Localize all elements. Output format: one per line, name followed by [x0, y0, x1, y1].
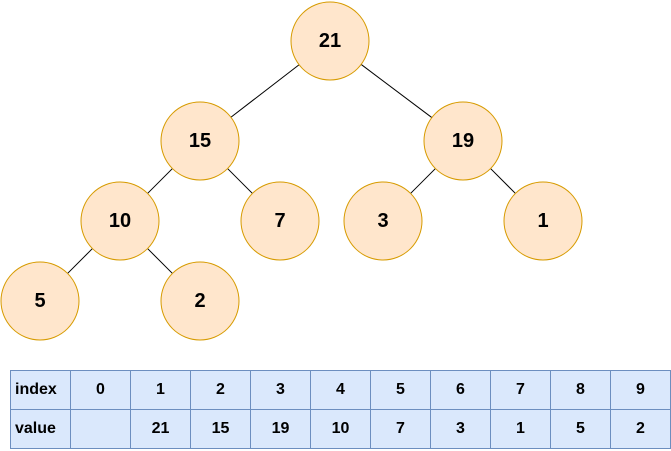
index-row: index 0 1 2 3 4 5 6 7 8 9 [10, 370, 671, 410]
value-cell: 2 [610, 409, 671, 449]
value-cell: 10 [310, 409, 371, 449]
value-cell [70, 409, 131, 449]
tree-node-label: 21 [319, 30, 341, 52]
tree-edge [147, 168, 173, 194]
tree-node: 19 [423, 101, 503, 181]
index-cell: 8 [550, 370, 611, 410]
value-cell: 7 [370, 409, 431, 449]
tree-node-circle [80, 181, 160, 261]
value-row: value 21 15 19 10 7 3 1 5 2 [10, 409, 671, 449]
tree-edge [67, 248, 93, 274]
tree-node: 7 [240, 181, 320, 261]
tree-node-circle [503, 181, 583, 261]
index-cell: 2 [190, 370, 251, 410]
tree-edge [147, 248, 173, 274]
tree-node-label: 15 [189, 130, 211, 152]
tree-node: 5 [0, 261, 80, 341]
value-cell: 1 [490, 409, 551, 449]
value-cell: 21 [130, 409, 191, 449]
index-cell: 1 [130, 370, 191, 410]
tree-node-label: 2 [194, 290, 205, 312]
index-row-label: index [10, 370, 71, 410]
tree-edge [490, 168, 516, 194]
index-cell: 9 [610, 370, 671, 410]
tree-node-label: 5 [34, 290, 45, 312]
tree-node-label: 3 [377, 210, 388, 232]
tree-node: 3 [343, 181, 423, 261]
value-row-label: value [10, 409, 71, 449]
tree-node-label: 7 [274, 210, 285, 232]
index-cell: 3 [250, 370, 311, 410]
index-cell: 6 [430, 370, 491, 410]
tree-node-label: 19 [452, 130, 474, 152]
index-cell: 7 [490, 370, 551, 410]
tree-node: 1 [503, 181, 583, 261]
value-cell: 15 [190, 409, 251, 449]
tree-node-circle [423, 101, 503, 181]
index-cell: 0 [70, 370, 131, 410]
tree-edges [67, 64, 516, 274]
tree-edge [230, 64, 300, 118]
tree-node: 21 [290, 1, 370, 81]
tree-node: 10 [80, 181, 160, 261]
tree-node-circle [343, 181, 423, 261]
tree-edge [227, 168, 253, 194]
tree-edge [360, 64, 433, 118]
tree-edge [410, 168, 436, 194]
tree-node-circle [160, 101, 240, 181]
index-cell: 5 [370, 370, 431, 410]
index-cell: 4 [310, 370, 371, 410]
value-cell: 3 [430, 409, 491, 449]
tree-node-circle [160, 261, 240, 341]
value-cell: 5 [550, 409, 611, 449]
tree-node: 15 [160, 101, 240, 181]
tree-node-circle [0, 261, 80, 341]
tree-node-circle [290, 1, 370, 81]
tree-node: 2 [160, 261, 240, 341]
tree-node-label: 10 [109, 210, 131, 232]
tree-node-circle [240, 181, 320, 261]
heap-array-table: index 0 1 2 3 4 5 6 7 8 9 value 21 15 19… [10, 370, 671, 449]
tree-node-label: 1 [537, 210, 548, 232]
value-cell: 19 [250, 409, 311, 449]
